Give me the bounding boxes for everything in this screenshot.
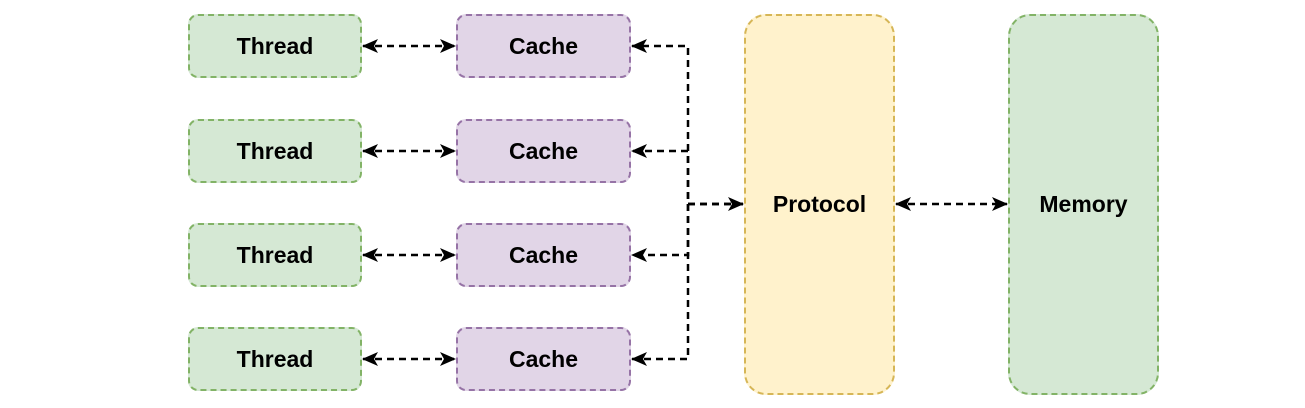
cache-protocol-connector-3 bbox=[631, 204, 690, 262]
cache-box-3: Cache bbox=[456, 223, 631, 287]
cache-box-1: Cache bbox=[456, 14, 631, 78]
cache-protocol-connector-4 bbox=[631, 204, 690, 366]
thread-label: Thread bbox=[236, 32, 314, 59]
memory-box: Memory bbox=[1008, 14, 1159, 395]
cache-protocol-connector-2 bbox=[631, 144, 743, 206]
cache-label: Cache bbox=[508, 241, 579, 268]
thread-box-4: Thread bbox=[188, 327, 362, 391]
cache-label: Cache bbox=[508, 345, 579, 372]
thread-label: Thread bbox=[236, 137, 314, 164]
protocol-box: Protocol bbox=[744, 14, 895, 395]
cache-label: Cache bbox=[508, 137, 579, 164]
cache-box-4: Cache bbox=[456, 327, 631, 391]
cache-box-2: Cache bbox=[456, 119, 631, 183]
memory-label: Memory bbox=[1039, 191, 1128, 217]
thread-box-2: Thread bbox=[188, 119, 362, 183]
cache-label: Cache bbox=[508, 32, 579, 59]
thread-label: Thread bbox=[236, 241, 314, 268]
thread-label: Thread bbox=[236, 345, 314, 372]
thread-box-3: Thread bbox=[188, 223, 362, 287]
thread-box-1: Thread bbox=[188, 14, 362, 78]
protocol-label: Protocol bbox=[772, 191, 867, 217]
